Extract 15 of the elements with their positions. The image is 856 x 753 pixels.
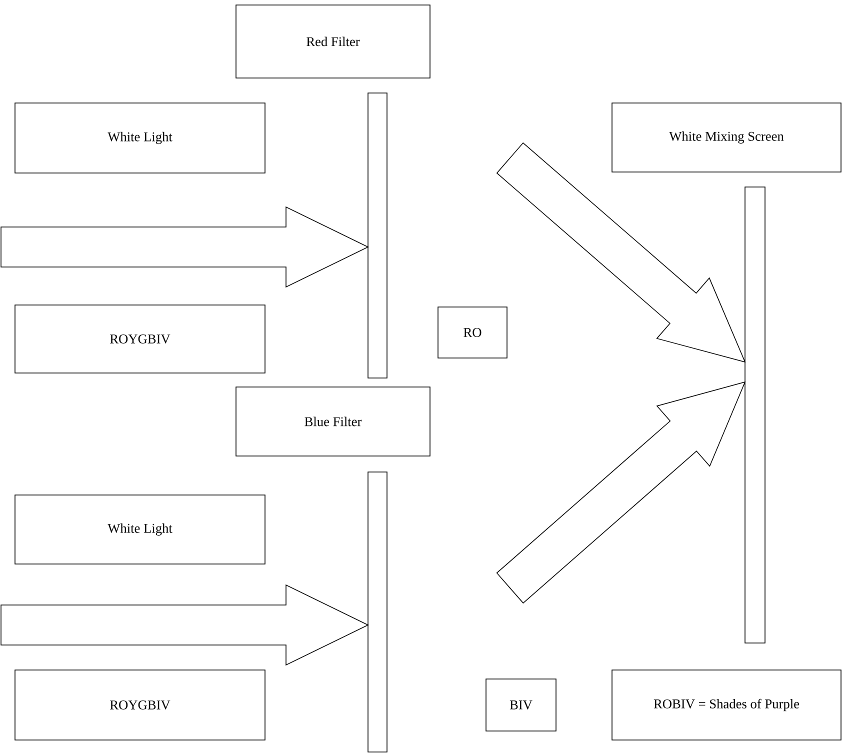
label-box: Blue Filter <box>236 386 430 456</box>
label-box: White Mixing Screen <box>612 102 842 172</box>
filter-bar <box>368 472 388 752</box>
label-box: ROBIV = Shades of Purple <box>612 670 842 740</box>
label-box: White Light <box>14 494 266 564</box>
label-box: ROYGBIV <box>14 670 266 740</box>
label-box: White Light <box>14 102 266 174</box>
filter-bar <box>368 92 388 378</box>
label-box: ROYGBIV <box>14 304 266 374</box>
label-box: Red Filter <box>236 4 430 78</box>
block-arrow <box>0 584 369 666</box>
label-box: RO <box>438 306 508 358</box>
screen-bar <box>744 186 766 644</box>
block-arrow <box>0 206 369 288</box>
label-box: BIV <box>486 678 556 732</box>
